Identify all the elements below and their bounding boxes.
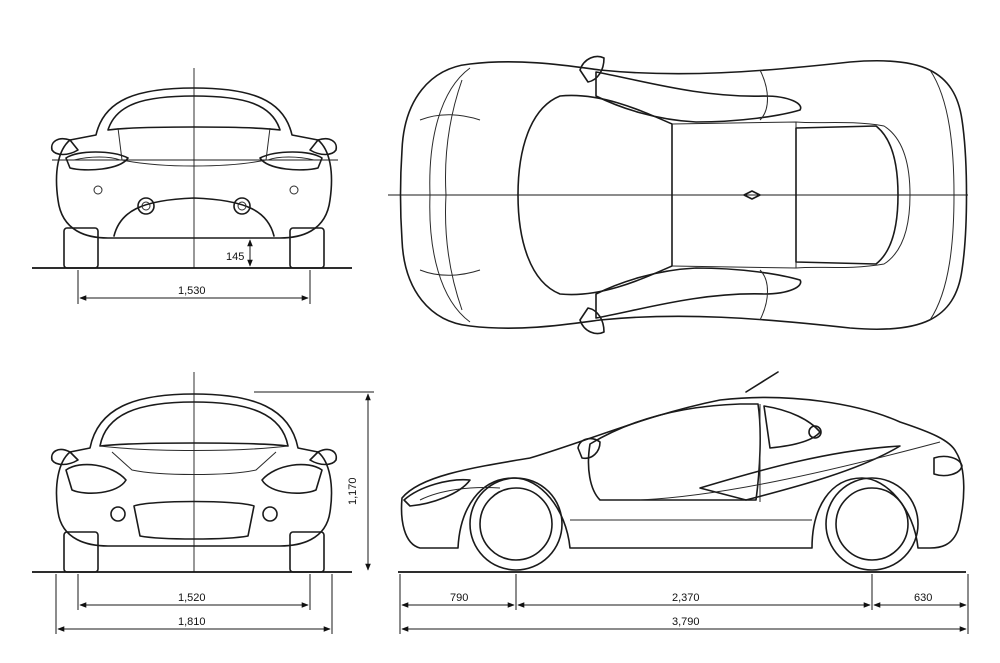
overall-length-label: 3,790 [672,616,700,628]
wheelbase-label: 2,370 [672,592,700,604]
side-view-dimensions: 790 2,370 630 3,790 [399,574,969,634]
overall-width-label: 1,810 [178,616,206,628]
front-view [32,372,352,573]
rear-overhang-label: 630 [914,592,932,604]
front-track-label: 1,520 [178,592,206,604]
side-view [398,371,966,573]
rear-view-dimensions: 145 1,530 [77,239,311,304]
overall-height-label: 1,170 [347,477,359,505]
rear-track-label: 1,530 [178,285,206,297]
front-overhang-label: 790 [450,592,468,604]
rear-view [32,68,352,269]
ground-clearance-label: 145 [226,251,244,263]
top-view [388,55,968,335]
front-view-dimensions: 1,520 1,810 1,170 [55,391,374,634]
